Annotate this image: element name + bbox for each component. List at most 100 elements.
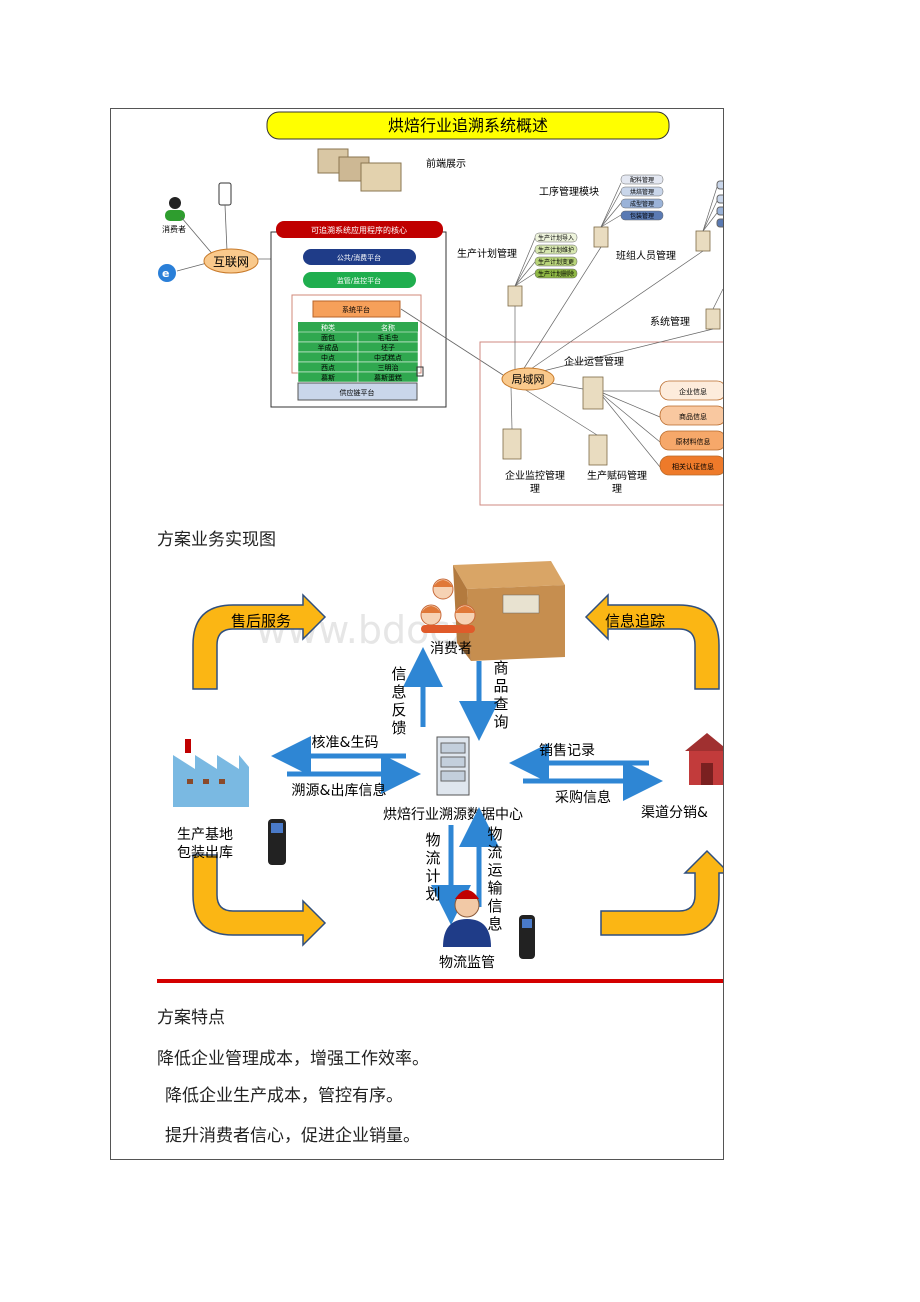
logistics-mgmt-label: 物流监管 [439, 955, 495, 971]
prodplan-server-icon [507, 285, 523, 307]
svg-text:理: 理 [612, 483, 622, 495]
enterprise-info-item [659, 380, 723, 401]
svg-text:相关认证信息: 相关认证信息 [672, 462, 714, 471]
info-trace-label: 信息追踪 [605, 612, 665, 630]
enterprise-info-item [659, 405, 723, 426]
data-center-label: 烘焙行业溯源数据中心 [383, 807, 523, 823]
svg-text:配料管理: 配料管理 [630, 176, 654, 184]
svg-text:计: 计 [425, 867, 440, 885]
lan-label: 局域网 [512, 373, 545, 386]
svg-text:品: 品 [493, 677, 508, 695]
consumer-label-small: 消费者 [162, 224, 186, 234]
title-banner [266, 111, 670, 140]
approve-label: 核准&生码 [312, 735, 379, 751]
table-cell: 中式糕点 [374, 353, 402, 362]
feature-1: 降低企业管理成本，增强工作效率。 [157, 1049, 429, 1069]
ent-ops-label: 企业运营管理 [564, 355, 624, 368]
production-out-arrow [192, 854, 327, 947]
prod-plan-item [534, 268, 578, 279]
scanner-icon [268, 819, 286, 865]
public-platform-pill [303, 249, 416, 265]
heading-features: 方案特点 [157, 1008, 225, 1028]
process-item [620, 198, 664, 209]
svg-text:馈: 馈 [391, 719, 406, 737]
prod-plan-label: 生产计划管理 [457, 247, 517, 260]
svg-text:供应链平台: 供应链平台 [340, 388, 375, 397]
process-item [620, 174, 664, 185]
process-server-icon [593, 226, 609, 248]
svg-text:种类: 种类 [321, 323, 335, 332]
channel-store-icon [685, 733, 723, 785]
svg-text:反: 反 [391, 701, 406, 719]
svg-text:公共/消费平台: 公共/消费平台 [337, 253, 381, 262]
svg-text:输: 输 [487, 879, 502, 897]
logistics-person-icon [443, 890, 491, 947]
svg-text:生产计划变更: 生产计划变更 [538, 258, 574, 266]
svg-text:商: 商 [493, 659, 508, 677]
after-sales-arrow [192, 593, 327, 690]
team-mgmt-label: 班组人员管理 [616, 249, 676, 262]
red-divider [157, 979, 723, 983]
channel-in-arrow [600, 849, 723, 936]
svg-text:流: 流 [425, 849, 440, 867]
svg-text:e: e [162, 267, 169, 280]
business-flow-diagram: www.bdocx.com 售后服务 信息追踪 [157, 561, 723, 983]
svg-text:流: 流 [487, 843, 502, 861]
diagram1-title: 烘焙行业追溯系统概述 [388, 116, 548, 135]
svg-text:可追溯系统应用程序的核心: 可追溯系统应用程序的核心 [311, 225, 407, 235]
enterprise-info-item [659, 430, 723, 451]
prod-plan-item [534, 244, 578, 255]
svg-text:系统平台: 系统平台 [342, 305, 370, 314]
team-server-icon [695, 230, 711, 252]
sysmgmt-server-icon [705, 308, 721, 330]
internet-label: 互联网 [213, 255, 249, 269]
front-end-servers-icon [317, 148, 402, 192]
consumers-icon [420, 578, 476, 633]
consumer-head-icon [169, 197, 181, 209]
svg-text:名称: 名称 [381, 323, 395, 332]
enterprise-info-item [659, 455, 723, 476]
front-end-label: 前端展示 [426, 157, 466, 170]
feature-3: 提升消费者信心，促进企业销量。 [165, 1126, 420, 1146]
svg-text:生产计划导入: 生产计划导入 [538, 234, 574, 242]
svg-text:包装管理: 包装管理 [630, 212, 654, 220]
sys-mgmt-label: 系统管理 [650, 315, 690, 328]
svg-text:划: 划 [425, 885, 440, 903]
monitor-server-icon [502, 428, 522, 460]
svg-text:物: 物 [425, 831, 440, 849]
svg-text:理: 理 [530, 483, 540, 495]
ops-server-icon [582, 376, 604, 410]
supply-platform-box [297, 382, 418, 401]
svg-text:商品信息: 商品信息 [679, 412, 707, 421]
production-label-1: 生产基地 [177, 826, 233, 843]
after-sales-label: 售后服务 [231, 612, 291, 630]
factory-icon [173, 739, 249, 807]
svg-text:成型管理: 成型管理 [630, 200, 654, 208]
prod-code-label: 生产赋码管理 [587, 469, 647, 482]
code-server-icon [588, 434, 608, 466]
ent-monitor-label: 企业监控管理 [505, 469, 565, 482]
svg-text:查: 查 [493, 695, 508, 713]
sales-record-label: 销售记录 [539, 743, 595, 759]
svg-text:询: 询 [493, 713, 508, 731]
svg-text:物: 物 [487, 825, 502, 843]
trace-out-label: 溯源&出库信息 [292, 782, 387, 799]
data-center-server-icon [436, 736, 470, 796]
feature-2: 降低企业生产成本，管控有序。 [165, 1086, 403, 1106]
table-cell: 半成品 [318, 343, 339, 352]
table-cell: 西点 [321, 364, 335, 372]
table-cell: 慕斯蛋糕 [374, 373, 402, 382]
enterprise-frame [479, 341, 723, 506]
table-cell: 慕斯 [321, 373, 335, 382]
production-label-2: 包装出库 [177, 845, 233, 861]
table-cell: 毛毛虫 [378, 333, 399, 342]
table-cell: 面包 [321, 333, 335, 342]
svg-text:信: 信 [487, 897, 502, 915]
consumer-body-icon [165, 210, 185, 221]
yellow-flow-arrows [192, 593, 723, 947]
system-platform-box [312, 300, 401, 318]
